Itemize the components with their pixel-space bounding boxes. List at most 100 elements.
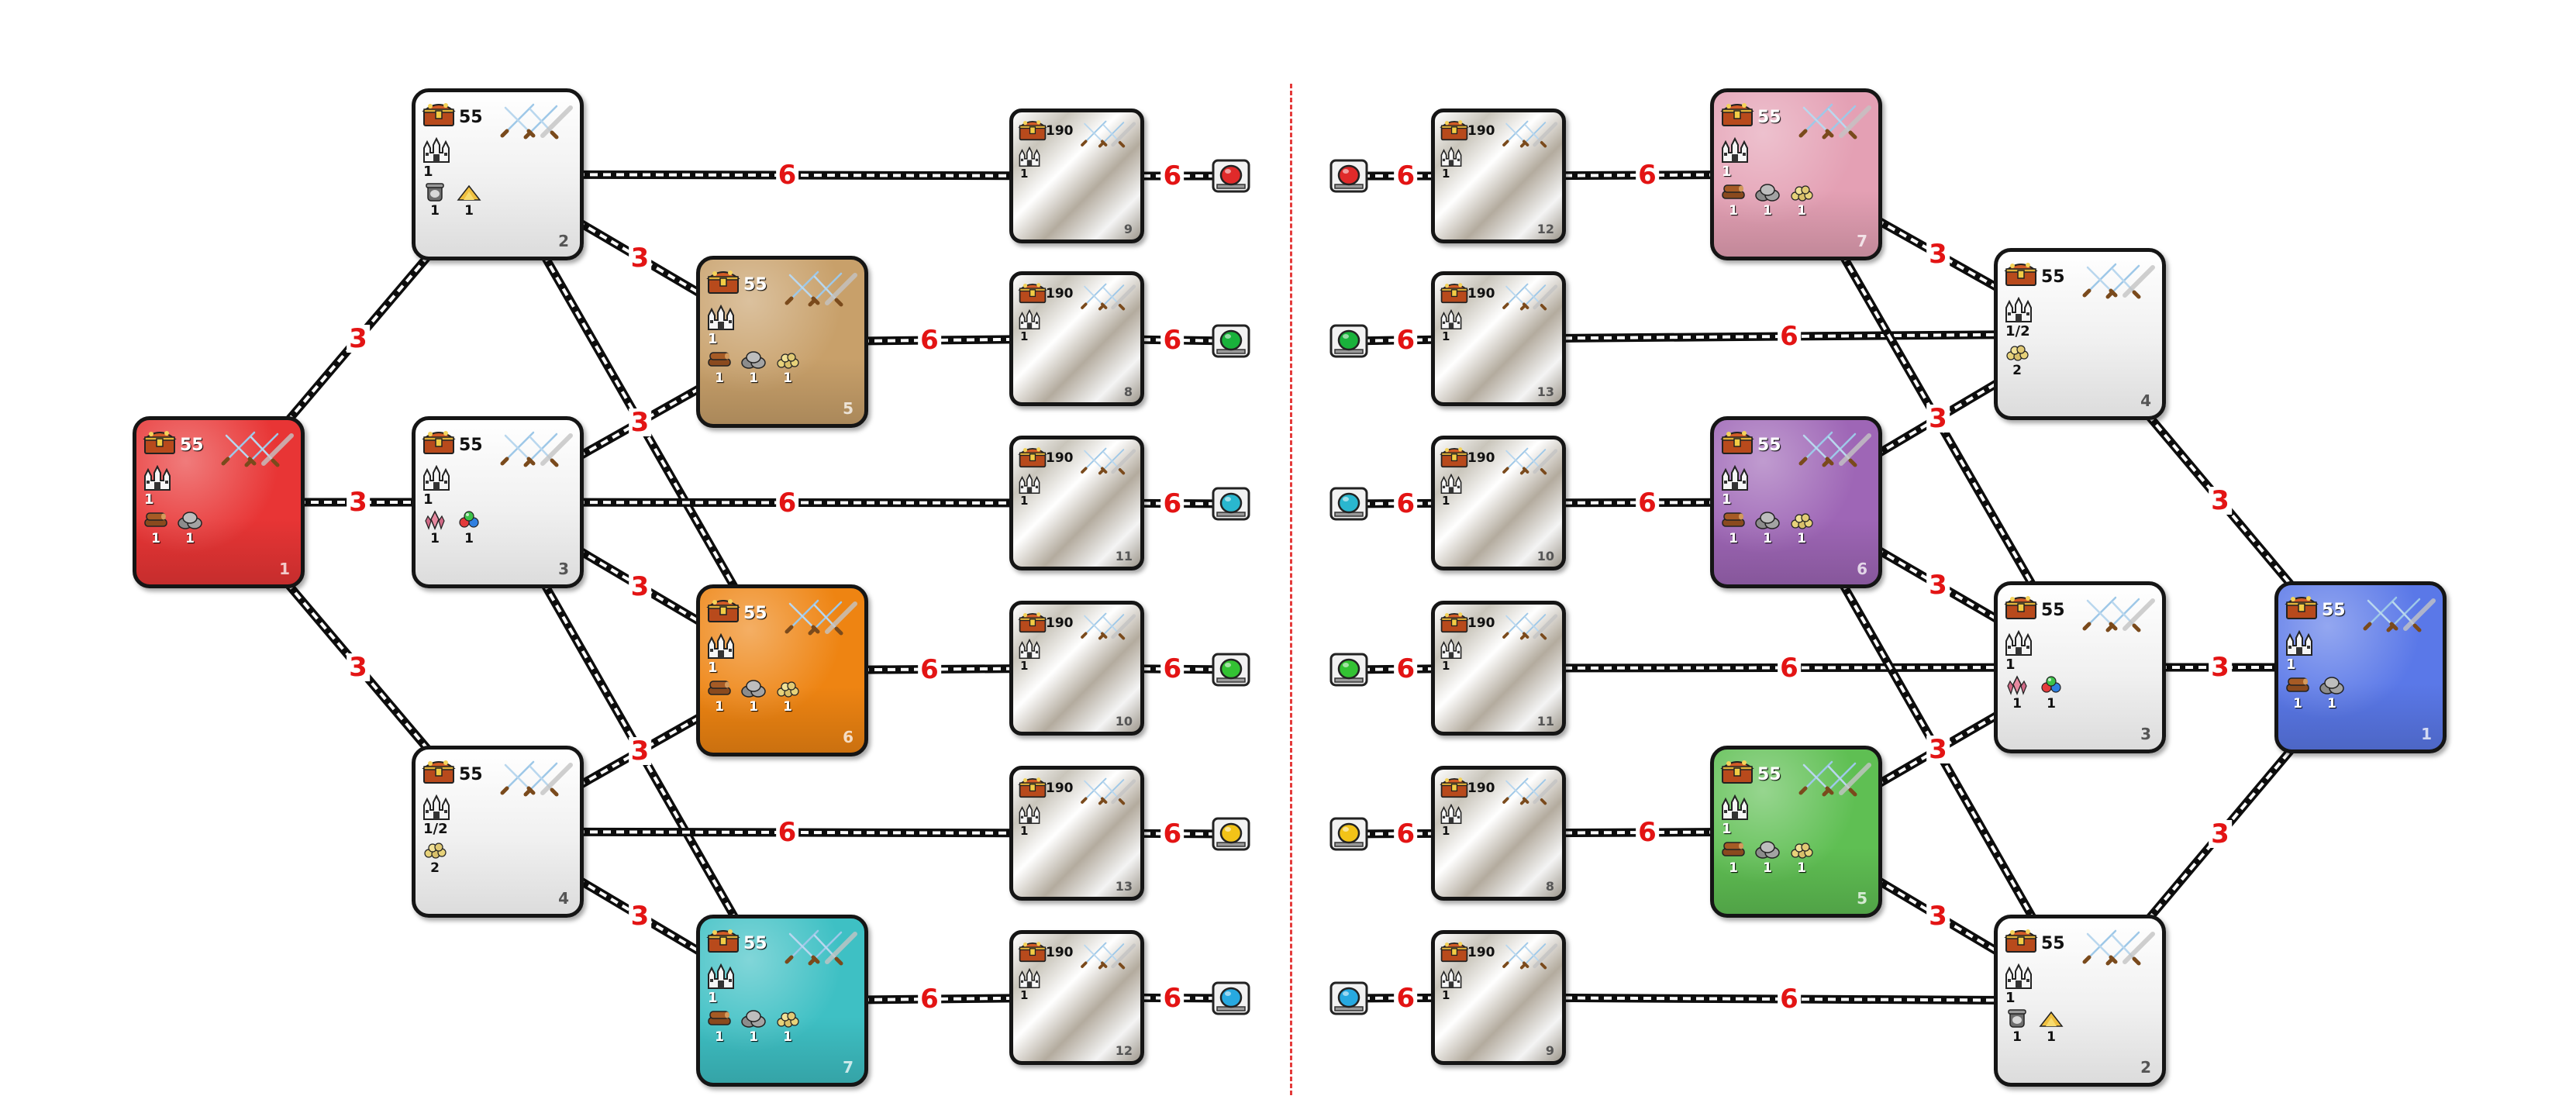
resource-count: 1 bbox=[1763, 860, 1772, 876]
zone-number: 10 bbox=[1115, 714, 1133, 729]
crossed-swords-icon bbox=[1499, 115, 1558, 148]
castle-count: 1 bbox=[2005, 990, 2016, 1006]
crystal-icon bbox=[2004, 675, 2030, 695]
crossed-swords-icon bbox=[1502, 283, 1558, 311]
zone-number: 5 bbox=[843, 399, 853, 418]
wood-icon bbox=[706, 1008, 733, 1029]
castle-icon bbox=[422, 794, 451, 821]
edge-weight-label: 6 bbox=[1636, 161, 1659, 189]
castle-count: 1 bbox=[1442, 659, 1450, 673]
zone-number: 7 bbox=[1857, 232, 1867, 250]
gold-value: 55 bbox=[743, 275, 767, 295]
edge-weight-label: 6 bbox=[1160, 655, 1185, 684]
treasure-chest-icon bbox=[1018, 120, 1047, 141]
crossed-swords-icon bbox=[1081, 612, 1136, 640]
treasure-chest-icon bbox=[143, 431, 177, 454]
crossed-swords-icon bbox=[781, 923, 858, 967]
crossed-swords-icon bbox=[1795, 754, 1872, 798]
resource-wood: 1 bbox=[1720, 182, 1747, 221]
treasure-chest-icon bbox=[706, 925, 740, 954]
castle-icon bbox=[1019, 803, 1040, 825]
ore-icon bbox=[1754, 182, 1781, 202]
edge-weight-label: 6 bbox=[1160, 326, 1185, 354]
edge-weight-label: 6 bbox=[775, 488, 799, 517]
treasure-chest-icon bbox=[2004, 929, 2038, 953]
portal-gate-icon bbox=[1329, 487, 1368, 521]
ore-icon bbox=[2319, 675, 2345, 695]
castle-icon bbox=[1722, 136, 1748, 163]
castle-icon bbox=[1018, 967, 1041, 989]
ore-icon bbox=[177, 510, 203, 530]
castle-icon bbox=[1440, 803, 1463, 825]
edge-weight-label: 3 bbox=[1926, 902, 1950, 930]
zone-number: 9 bbox=[1545, 1043, 1554, 1058]
portal-gate-icon bbox=[1329, 817, 1368, 851]
castle-icon bbox=[423, 794, 450, 820]
castle-icon bbox=[1722, 464, 1748, 491]
castle-icon bbox=[708, 632, 734, 659]
castle-count: 1 bbox=[1442, 988, 1450, 1002]
zone-number: 7 bbox=[843, 1058, 853, 1077]
gold-pile-icon bbox=[2004, 342, 2030, 362]
treasure-chest-icon bbox=[1440, 447, 1469, 468]
treasure-chest-icon bbox=[1720, 760, 1754, 784]
crossed-swords-icon bbox=[2082, 263, 2155, 299]
zone-number: 1 bbox=[279, 560, 290, 578]
resource-count: 1 bbox=[783, 1029, 792, 1045]
resource-crystal: 1 bbox=[2004, 675, 2030, 714]
edge-weight-label: 6 bbox=[1778, 322, 1801, 350]
resource-gems: 1 bbox=[2038, 675, 2064, 714]
gold-value: 190 bbox=[1046, 123, 1074, 139]
portal-gate-icon bbox=[1329, 159, 1368, 193]
treasure-chest-icon bbox=[422, 103, 456, 126]
castle-count: 1 bbox=[1442, 494, 1450, 508]
crossed-swords-icon bbox=[1502, 612, 1558, 640]
zone-number: 4 bbox=[558, 889, 569, 908]
portal-gate-icon bbox=[1329, 817, 1368, 851]
castle-icon bbox=[1440, 146, 1462, 167]
resource-count: 1 bbox=[749, 370, 758, 386]
resource-count: 1 bbox=[151, 531, 160, 546]
sulfur-icon bbox=[2039, 1011, 2064, 1027]
edge-weight-label: 3 bbox=[628, 737, 652, 765]
ore-icon bbox=[1754, 839, 1781, 860]
resource-mercury: 1 bbox=[2004, 1008, 2030, 1047]
zone-number: 6 bbox=[843, 728, 853, 746]
treasure-chest-icon bbox=[1440, 774, 1469, 798]
portal-gate-icon bbox=[1212, 653, 1250, 687]
crossed-swords-icon bbox=[1502, 120, 1558, 148]
crossed-swords-icon bbox=[1499, 443, 1558, 475]
edge-weight-label: 6 bbox=[1160, 984, 1185, 1012]
resource-wood: 1 bbox=[706, 1008, 733, 1047]
castle-icon bbox=[1019, 146, 1040, 167]
zone-number: 3 bbox=[2140, 725, 2151, 743]
castle-icon bbox=[143, 464, 172, 491]
zone-number: 8 bbox=[1123, 384, 1133, 399]
resource-count: 1 bbox=[185, 531, 195, 546]
treasure-chest-icon bbox=[1018, 283, 1047, 304]
gold-pile-icon bbox=[777, 681, 799, 698]
wood-icon bbox=[2285, 675, 2311, 695]
treasure-chest-icon bbox=[1018, 279, 1047, 304]
gold-value: 55 bbox=[743, 604, 767, 623]
castle-count: 1 bbox=[1020, 167, 1029, 181]
crossed-swords-icon bbox=[1798, 103, 1871, 140]
edge-weight-label: 3 bbox=[1926, 404, 1950, 432]
treasure-chest-icon bbox=[1440, 608, 1469, 633]
treasure-chest-icon bbox=[1440, 612, 1469, 633]
castle-count: 1 bbox=[1020, 659, 1029, 673]
gold-value: 55 bbox=[459, 436, 483, 455]
treasure-chest-icon bbox=[1720, 98, 1754, 128]
zone-number: 1 bbox=[2421, 725, 2432, 743]
ore-icon bbox=[740, 1008, 767, 1029]
castle-icon bbox=[1018, 308, 1041, 330]
portal-gate-icon bbox=[1212, 981, 1250, 1015]
wood-icon bbox=[1720, 839, 1747, 860]
